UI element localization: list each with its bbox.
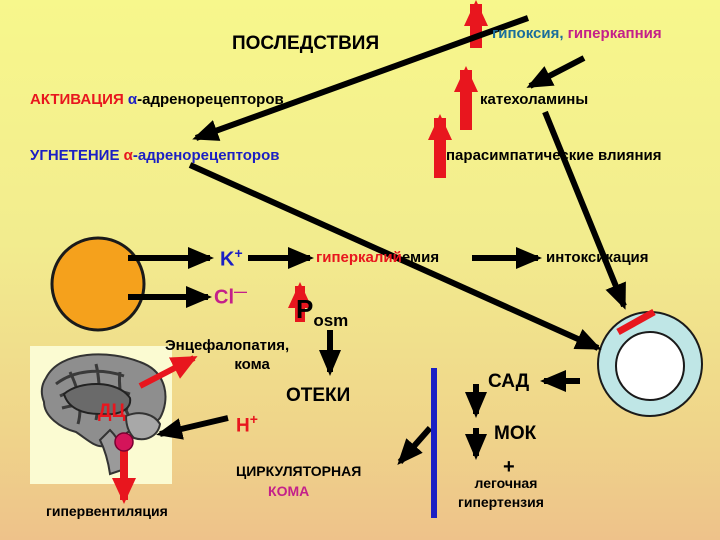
inhibition-head: УГНЕТЕНИЕ	[30, 147, 124, 164]
pulmonary-plus: +	[503, 456, 515, 478]
parasympathetic-label: парасимпатические влияния	[446, 147, 662, 164]
mok-label: МОК	[494, 423, 537, 444]
heart-inner-circle	[615, 331, 685, 401]
posm-main: P	[296, 294, 314, 324]
chloride-symbol: Cl	[214, 286, 234, 309]
potassium-symbol: K	[220, 248, 235, 271]
edema-label: ОТЕКИ	[286, 385, 351, 406]
black-arrows	[128, 15, 627, 465]
circulatory-coma-label: ЦИРКУЛЯТОРНАЯ КОМА	[236, 464, 361, 498]
inhibition-alpha: α	[123, 147, 133, 164]
potassium-label: K+	[220, 246, 243, 270]
pulmonary-line2: гипертензия	[458, 494, 544, 510]
catecholamines-label: катехоламины	[480, 91, 589, 108]
hypoxia-text: гипоксия,	[492, 25, 568, 42]
potassium-charge: +	[234, 245, 243, 261]
activation-head: АКТИВАЦИЯ	[30, 91, 128, 108]
encephalopathy-line2: кома	[234, 356, 270, 373]
posm-sub: osm	[313, 311, 349, 330]
intoxication-label: интоксикация	[546, 249, 649, 266]
inhibition-tail: -адренорецепторов	[132, 147, 280, 164]
hyperkalemia-black: емия	[401, 249, 440, 266]
pulmonary-hypertension-label: легочная гипертензия	[458, 476, 544, 509]
encephalopathy-arrow	[138, 355, 198, 389]
hydrogen-label: H+	[236, 412, 258, 435]
activation-tail: -адренорецепторов	[137, 91, 284, 108]
circulatory-coma-line2: КОМА	[268, 483, 310, 499]
hypercapnia-text: гиперкапния	[567, 25, 662, 42]
sad-label: САД	[488, 371, 530, 392]
hydrogen-charge: +	[249, 411, 258, 427]
posm-label: Posm	[296, 296, 348, 329]
encephalopathy-line1: Энцефалопатия,	[165, 337, 290, 354]
circulatory-coma-line1: ЦИРКУЛЯТОРНАЯ	[236, 463, 362, 479]
activation-alpha: α	[127, 91, 138, 108]
activation-label: АКТИВАЦИЯ α-адренорецепторов	[30, 92, 284, 107]
hyperkalemia-label: гиперкалийемия	[316, 250, 439, 265]
hyperkalemia-red: гиперкалий	[316, 249, 402, 266]
cell-circle	[50, 236, 146, 332]
chloride-charge: —	[234, 284, 247, 299]
hyperventilation-label: гипервентиляция	[46, 503, 168, 519]
dc-label: ДЦ	[98, 401, 126, 422]
chloride-label: Cl—	[214, 285, 247, 308]
pulmonary-line1: легочная	[474, 475, 538, 491]
red-up-arrows	[288, 0, 488, 322]
hydrogen-symbol: H	[236, 415, 250, 437]
inhibition-bar	[616, 308, 656, 336]
encephalopathy-label: Энцефалопатия, кома	[165, 338, 289, 372]
dc-dot	[114, 432, 134, 452]
page-title: ПОСЛЕДСТВИЯ	[232, 33, 380, 54]
inhibition-label: УГНЕТЕНИЕ α-адренорецепторов	[30, 148, 279, 163]
hypoxia-label: гипоксия, гиперкапния	[492, 26, 662, 41]
